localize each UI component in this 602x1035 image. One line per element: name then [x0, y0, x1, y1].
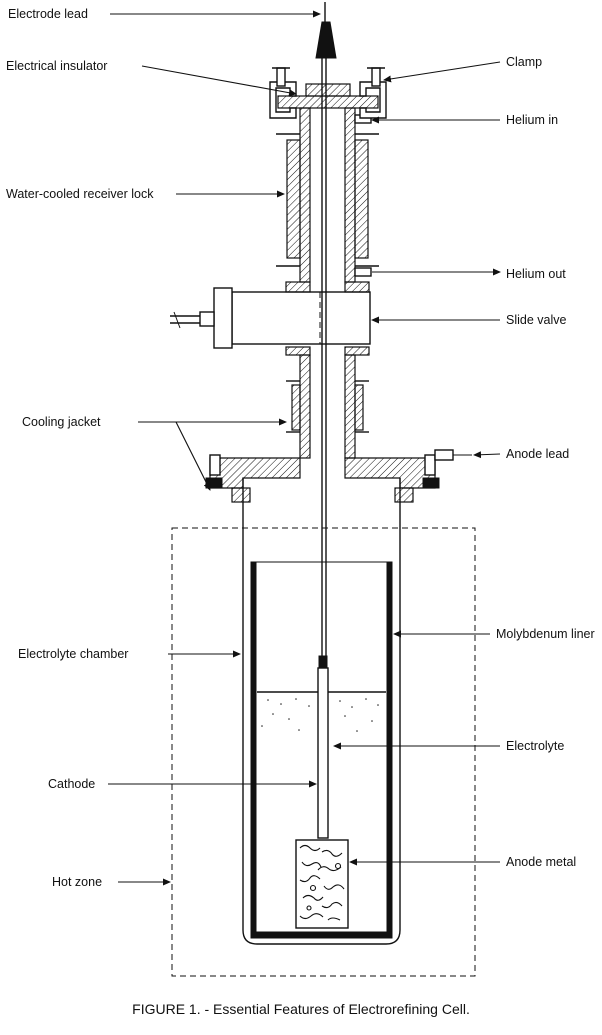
label-slide-valve: Slide valve — [506, 313, 566, 327]
label-helium-in: Helium in — [506, 113, 558, 127]
label-electrolyte-chamber: Electrolyte chamber — [18, 647, 128, 661]
anode-metal — [295, 839, 349, 929]
leader-clamp — [383, 61, 501, 83]
hot-zone-boundary — [171, 527, 476, 977]
top-flange — [269, 67, 387, 119]
water-cooled-receiver-lock — [276, 107, 379, 283]
label-electrical-insulator: Electrical insulator — [6, 59, 107, 73]
label-electrode-lead: Electrode lead — [8, 7, 88, 21]
label-cathode: Cathode — [48, 777, 95, 791]
slide-valve — [170, 281, 371, 349]
label-molybdenum-liner: Molybdenum liner — [496, 627, 595, 641]
label-hot-zone: Hot zone — [52, 875, 102, 889]
leader-cooling-jacket-b — [175, 421, 211, 491]
label-helium-out: Helium out — [506, 267, 566, 281]
label-cooling-jacket: Cooling jacket — [22, 415, 101, 429]
electrode-rod — [315, 2, 337, 656]
leader-electrical-insulator — [141, 65, 297, 97]
label-electrolyte: Electrolyte — [506, 739, 564, 753]
cover-flange — [205, 449, 472, 503]
leader-anode-lead — [473, 451, 501, 459]
label-anode-lead: Anode lead — [506, 447, 569, 461]
label-clamp: Clamp — [506, 55, 542, 69]
label-anode-metal: Anode metal — [506, 855, 576, 869]
lower-tube — [285, 346, 370, 459]
label-water-cooled-receiver-lock: Water-cooled receiver lock — [6, 187, 154, 201]
cathode — [317, 655, 329, 839]
figure-caption: FIGURE 1. - Essential Features of Electr… — [132, 1001, 470, 1017]
